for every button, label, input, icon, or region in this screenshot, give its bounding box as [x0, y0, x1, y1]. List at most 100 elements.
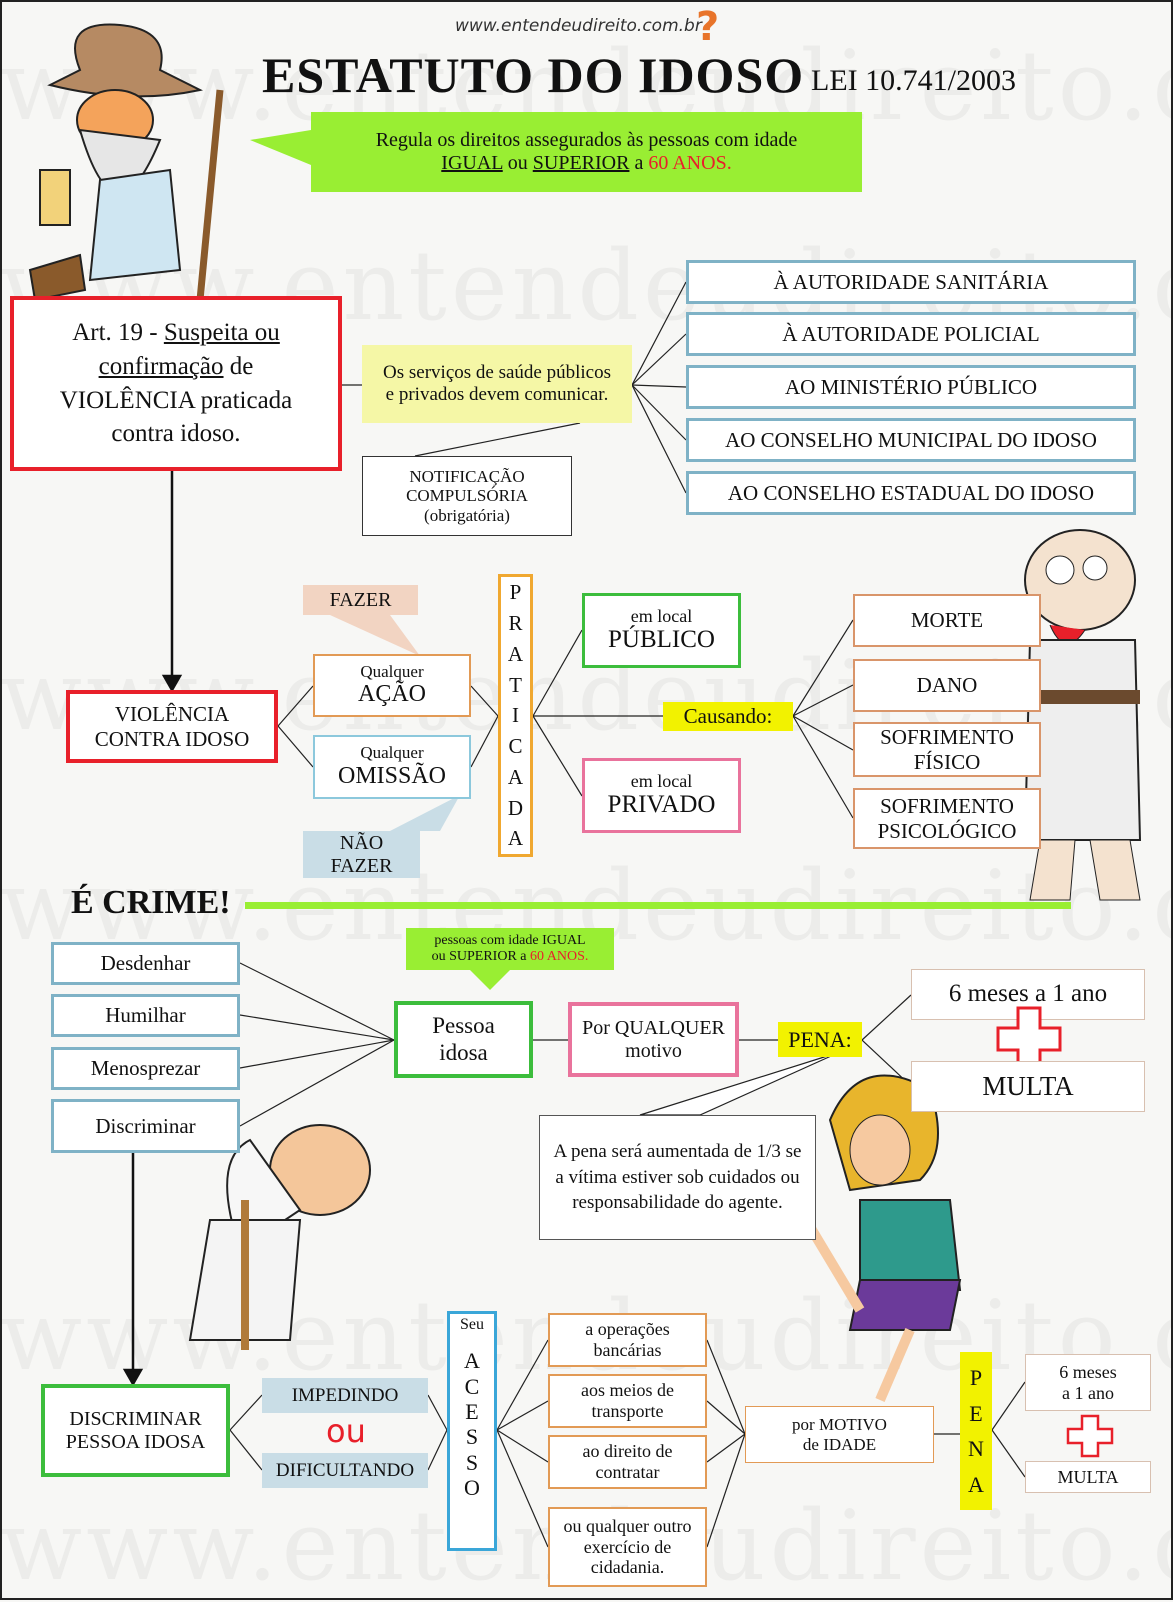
discriminate-box: DISCRIMINAR PESSOA IDOSA — [41, 1384, 230, 1477]
public-place-box: em local PÚBLICO — [582, 593, 741, 668]
private-line2: PRIVADO — [607, 791, 716, 819]
access-target-box: a operações bancárias — [548, 1313, 707, 1367]
recipient-box: AO CONSELHO MUNICIPAL DO IDOSO — [686, 418, 1136, 462]
result-box: MORTE — [853, 594, 1041, 647]
letter: S — [465, 1449, 479, 1475]
omission-line2: OMISSÃO — [337, 762, 447, 789]
page-title: ESTATUTO DO IDOSO — [262, 47, 805, 103]
penalty-time-line2: a 1 ano — [1062, 1382, 1114, 1403]
art19-line3: VIOLÊNCIA praticada — [59, 386, 293, 414]
art19-line2: confirmação de — [99, 350, 254, 384]
public-line2: PÚBLICO — [608, 626, 715, 654]
art19-line4: contra idoso. — [111, 420, 241, 448]
nao-fazer-line2: FAZER — [330, 854, 393, 877]
fazer-label: FAZER — [303, 585, 418, 615]
discriminate-line1: DISCRIMINAR — [69, 1407, 202, 1430]
dificultando-label: DIFICULTANDO — [262, 1453, 428, 1488]
age-motive-box: por MOTIVO de IDADE — [745, 1406, 934, 1463]
age-note-line1: pessoas com idade IGUAL — [434, 932, 586, 948]
action-box: Qualquer AÇÃO — [313, 654, 471, 717]
crime-action-box: Menosprezar — [51, 1047, 240, 1090]
letter: A — [464, 1348, 480, 1374]
igual-text: IGUAL — [441, 152, 503, 174]
access-target-box: aos meios de transporte — [548, 1374, 707, 1428]
causando-label: Causando: — [663, 702, 793, 731]
intro-text: Regula os direitos assegurados às pessoa… — [375, 129, 798, 151]
penalty-fine-box-small: MULTA — [1025, 1461, 1151, 1493]
notification-line2: COMPULSÓRIA — [406, 486, 528, 506]
elderly-person-box: Pessoa idosa — [394, 1001, 533, 1078]
notification-line3: (obrigatória) — [424, 505, 510, 525]
art19-line1: Art. 19 - Suspeita ou — [72, 316, 280, 350]
age-note-callout: pessoas com idade IGUAL ou SUPERIOR a 60… — [406, 928, 614, 970]
access-target-box: ao direito de contratar — [548, 1435, 707, 1489]
age-note-text: ou SUPERIOR a — [431, 949, 531, 964]
public-line1: em local — [630, 605, 693, 626]
old-man-with-hourglass-illustration — [28, 23, 224, 302]
seu-text: Seu — [460, 1316, 484, 1333]
letter: A — [507, 641, 524, 666]
result-box: SOFRIMENTO FÍSICO — [853, 722, 1041, 777]
age-motive-line2: de IDADE — [802, 1434, 877, 1454]
ou-label: ou — [326, 1412, 366, 1450]
art19-number: Art. 19 - — [72, 319, 164, 346]
ou-text: ou — [507, 152, 528, 174]
age-text: 60 ANOS. — [648, 152, 732, 174]
letter: P — [969, 1365, 983, 1391]
letter: E — [465, 1398, 479, 1424]
letter: I — [512, 703, 519, 728]
letter: T — [509, 672, 522, 697]
violence-line1: VIOLÊNCIA — [114, 702, 230, 727]
letter: A — [507, 826, 524, 851]
any-reason-line2: motivo — [625, 1039, 682, 1062]
crime-heading: É CRIME! — [71, 884, 231, 921]
elderly-line2: idosa — [439, 1039, 488, 1065]
superior-text: SUPERIOR — [532, 152, 630, 174]
section-divider — [245, 902, 1071, 909]
crime-action-box: Discriminar — [51, 1099, 240, 1153]
result-box: DANO — [853, 659, 1041, 712]
services-box: Os serviços de saúde públicos e privados… — [362, 345, 632, 423]
letter: A — [968, 1471, 984, 1497]
letter: D — [507, 795, 524, 820]
letter: C — [464, 1373, 480, 1399]
action-line1: Qualquer — [360, 661, 424, 681]
any-reason-line1: Por QUALQUER — [582, 1016, 725, 1039]
penalty-fine-box: MULTA — [911, 1061, 1145, 1112]
intro-callout: Regula os direitos assegurados às pessoa… — [311, 112, 862, 192]
recipient-box: À AUTORIDADE POLICIAL — [686, 312, 1136, 356]
woman-kicking-illustration — [800, 1074, 962, 1402]
impedindo-label: IMPEDINDO — [262, 1378, 428, 1413]
age-note-age: 60 ANOS. — [530, 949, 589, 964]
penalty-time-line1: 6 meses — [1059, 1361, 1117, 1382]
nao-fazer-line1: NÃO — [339, 831, 384, 854]
art19-de: de — [223, 352, 254, 380]
art19-suspeita: Suspeita ou — [163, 319, 280, 346]
letter: C — [508, 734, 523, 759]
age-note-line2: ou SUPERIOR a 60 ANOS. — [432, 949, 589, 965]
omission-line1: Qualquer — [360, 743, 424, 763]
intro-age-line: IGUAL ou SUPERIOR a 60 ANOS. — [441, 152, 731, 175]
art19-box: Art. 19 - Suspeita ou confirmação de VIO… — [10, 296, 342, 471]
private-line1: em local — [630, 770, 693, 791]
letter: A — [507, 764, 524, 789]
letter: O — [464, 1474, 480, 1500]
violence-line2: CONTRA IDOSO — [94, 726, 250, 751]
a-text: a — [634, 152, 644, 174]
art19-confirmacao: confirmação — [98, 352, 224, 380]
crime-action-box: Desdenhar — [51, 942, 240, 985]
notification-line1: NOTIFICAÇÃO — [409, 466, 525, 486]
violence-box: VIOLÊNCIA CONTRA IDOSO — [66, 690, 278, 763]
recipient-box: À AUTORIDADE SANITÁRIA — [686, 260, 1136, 304]
letter: S — [465, 1424, 479, 1450]
elderly-line1: Pessoa — [432, 1013, 495, 1039]
recipient-box: AO CONSELHO ESTADUAL DO IDOSO — [686, 471, 1136, 515]
plus-icon — [1066, 1414, 1114, 1458]
age-motive-line1: por MOTIVO — [792, 1414, 887, 1434]
question-mark-logo-icon: ? — [696, 4, 720, 50]
aggravation-note: A pena será aumentada de 1/3 se a vítima… — [539, 1115, 816, 1240]
